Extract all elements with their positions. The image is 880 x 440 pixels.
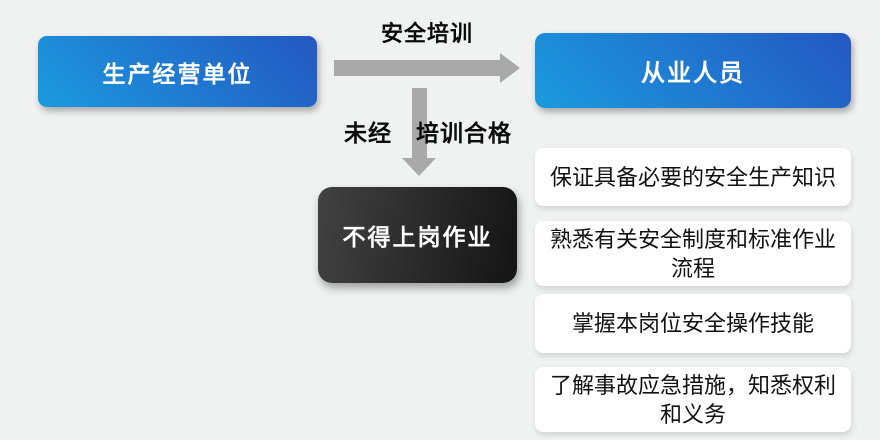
duty-card-emergency-rights: 了解事故应急措施，知悉权利和义务 xyxy=(535,367,851,432)
untrained-arrow-shaft xyxy=(412,88,427,158)
node-forbidden-to-work: 不得上岗作业 xyxy=(318,187,517,283)
training-arrow-head-icon xyxy=(500,53,520,83)
duty-card-safety-knowledge: 保证具备必要的安全生产知识 xyxy=(535,148,851,206)
untrained-arrow-label: 未经 培训合格 xyxy=(344,121,512,146)
node-employees: 从业人员 xyxy=(535,33,851,108)
untrained-arrow-head-icon xyxy=(402,158,436,176)
duty-card-rules-procedures: 熟悉有关安全制度和标准作业流程 xyxy=(535,221,851,286)
node-forbidden-to-work-label: 不得上岗作业 xyxy=(342,225,493,250)
node-employees-label: 从业人员 xyxy=(641,61,745,87)
duty-card-operation-skills: 掌握本岗位安全操作技能 xyxy=(535,294,851,353)
training-arrow-shaft xyxy=(334,60,500,76)
node-production-unit: 生产经营单位 xyxy=(38,36,317,107)
training-arrow-label: 安全培训 xyxy=(380,21,473,46)
node-production-unit-label: 生产经营单位 xyxy=(102,61,253,87)
